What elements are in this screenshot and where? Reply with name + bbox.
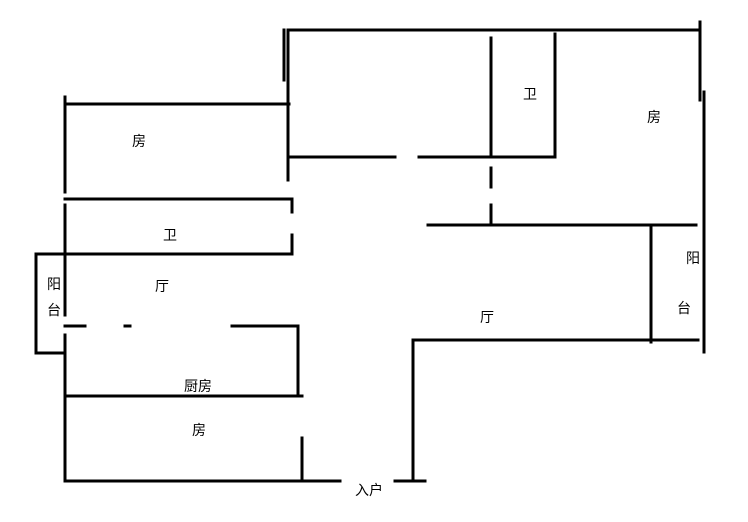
label-kitchen: 厨房: [184, 379, 212, 395]
label-balcony-left-1: 阳: [47, 277, 61, 293]
label-room-bottom-left: 房: [192, 423, 206, 439]
walls: [34, 20, 706, 483]
label-living-left: 厅: [155, 279, 169, 295]
label-bath-right: 卫: [523, 87, 537, 103]
label-balcony-left-2: 台: [47, 303, 61, 319]
label-living-right: 厅: [480, 310, 494, 326]
label-room-top-right: 房: [647, 110, 661, 126]
label-entrance: 入户: [355, 482, 383, 499]
room-labels: 房 卫 厅 阳 台 厨房 房 卫 房 阳 台 厅 入户: [47, 87, 700, 499]
label-room-top-left: 房: [132, 134, 146, 150]
label-bath-left: 卫: [163, 228, 177, 244]
label-balcony-right-1: 阳: [686, 251, 700, 267]
label-balcony-right-2: 台: [677, 301, 691, 317]
